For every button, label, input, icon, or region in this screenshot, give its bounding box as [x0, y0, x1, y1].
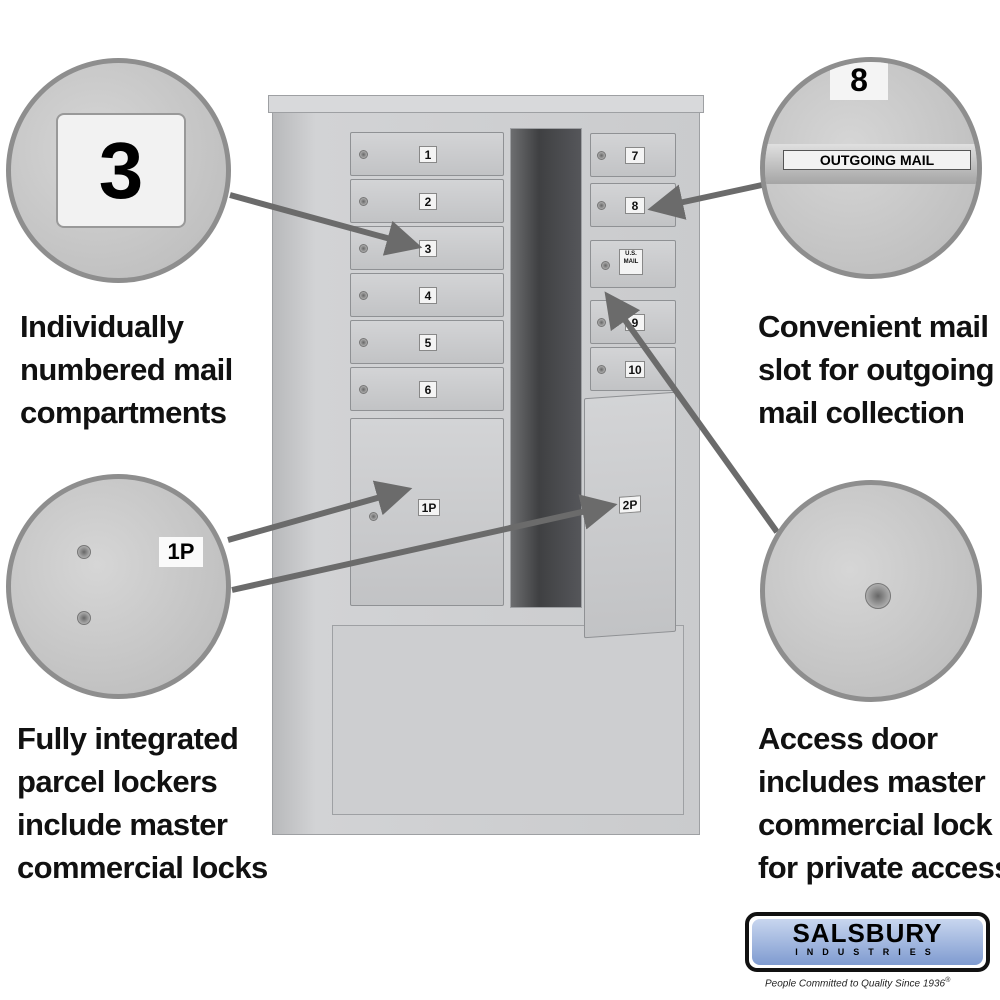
arrow-to-1p	[227, 480, 413, 543]
door-number: 8	[625, 197, 645, 214]
mail-compartment-door[interactable]: 2	[350, 179, 504, 223]
lock-icon	[359, 338, 368, 347]
lock-icon	[601, 261, 610, 270]
salsbury-logo: SALSBURY INDUSTRIES	[745, 912, 990, 972]
zoom-circle-number: 3	[6, 58, 231, 283]
arrow-to-2p	[231, 494, 618, 593]
door-number: 5	[419, 334, 437, 351]
lock-icon	[77, 545, 91, 559]
mail-compartment-door[interactable]: 5	[350, 320, 504, 364]
outgoing-mail-door[interactable]: U.S. MAIL	[590, 240, 676, 288]
zoom-circle-slot: 8 OUTGOING MAIL	[760, 57, 982, 279]
cabinet-top	[268, 95, 704, 113]
number-tag: 8	[830, 62, 888, 100]
parcel-tag: 1P	[159, 537, 203, 567]
arrow-to-3	[229, 192, 423, 256]
door-number: 2	[419, 193, 437, 210]
arrow-to-access	[604, 291, 780, 534]
lock-icon	[597, 365, 606, 374]
zoom-circle-access-door	[760, 480, 982, 702]
door-number: 1	[419, 146, 437, 163]
lock-icon	[597, 201, 606, 210]
mail-compartment-door[interactable]: 7	[590, 133, 676, 177]
door-number: 7	[625, 147, 645, 164]
outgoing-mail-label: OUTGOING MAIL	[783, 150, 971, 170]
lock-icon	[865, 583, 891, 609]
lock-icon	[359, 197, 368, 206]
lock-icon	[77, 611, 91, 625]
door-number: 6	[419, 381, 437, 398]
door-number: 4	[419, 287, 437, 304]
arrow-to-slot	[647, 182, 763, 220]
mail-compartment-door[interactable]: 1	[350, 132, 504, 176]
logo-tagline: People Committed to Quality Since 1936®	[765, 977, 951, 990]
number-tag: 3	[56, 113, 186, 228]
lock-icon	[597, 151, 606, 160]
lock-icon	[359, 244, 368, 253]
cabinet-pedestal	[332, 625, 684, 815]
zoom-circle-parcel: 1P	[6, 474, 231, 699]
door-number: 1P	[418, 499, 440, 516]
lock-icon	[359, 291, 368, 300]
door-number: 10	[625, 361, 645, 378]
lock-icon	[359, 150, 368, 159]
us-mail-plate: U.S. MAIL	[619, 249, 643, 275]
lock-icon	[359, 385, 368, 394]
mail-compartment-door[interactable]: 6	[350, 367, 504, 411]
mail-compartment-door[interactable]: 4	[350, 273, 504, 317]
